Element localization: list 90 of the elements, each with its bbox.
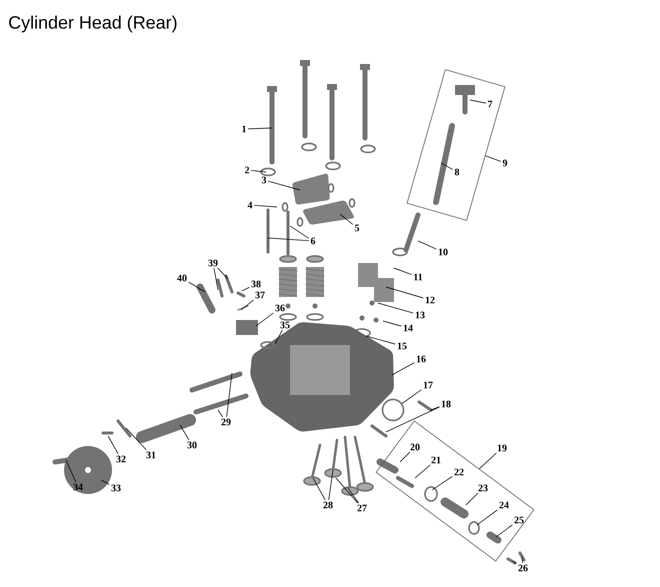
leader-line	[366, 336, 396, 344]
leader-line	[432, 476, 453, 490]
leader-line	[254, 204, 278, 208]
callout-number: 25	[514, 516, 524, 524]
callout-number: 24	[499, 502, 509, 508]
leader-line	[268, 180, 300, 190]
leader-line	[250, 170, 266, 172]
callout-number: 28	[323, 502, 333, 508]
leader-line	[392, 362, 415, 376]
leader-line	[386, 406, 440, 432]
leader-line	[386, 286, 424, 298]
leader-line	[217, 268, 228, 280]
leader-line	[218, 410, 223, 418]
callout-number: 13	[416, 312, 425, 318]
callout-number: 1	[242, 126, 246, 132]
leader-line	[226, 372, 232, 418]
leader-line	[430, 406, 440, 410]
callout-number: 37	[255, 292, 265, 298]
callout-number: 16	[416, 356, 426, 362]
leader-line	[400, 452, 410, 462]
callout-number: 2	[244, 166, 250, 174]
callout-number: 12	[426, 296, 435, 304]
leader-line	[418, 240, 437, 250]
callout-number: 3	[262, 176, 266, 184]
callout-number: 26	[518, 564, 528, 572]
leader-line	[512, 560, 517, 564]
leader-line	[378, 302, 414, 314]
callout-number: 27	[357, 504, 367, 512]
leader-line	[414, 464, 431, 478]
callout-number: 38	[251, 280, 261, 288]
leader-line	[214, 268, 218, 290]
callout-number: 18	[442, 400, 451, 408]
callout-number: 35	[280, 322, 290, 328]
leader-line	[312, 478, 326, 500]
leader-line	[466, 492, 478, 506]
leader-line	[394, 268, 412, 275]
leader-line	[440, 162, 454, 170]
leader-line	[348, 488, 359, 504]
leader-line	[485, 156, 502, 162]
callout-number: 5	[354, 224, 360, 232]
leader-line	[126, 428, 147, 450]
callout-number: 31	[146, 452, 156, 458]
o-ring	[382, 398, 404, 422]
title: Cylinder Head (Rear)	[9, 16, 176, 32]
callout-number: 39	[208, 260, 218, 266]
callout-number: 20	[410, 444, 420, 450]
callout-number: 15	[398, 342, 407, 350]
leader-line	[290, 226, 310, 239]
group-frame	[406, 69, 506, 221]
leader-line	[496, 524, 513, 538]
leader-line	[340, 214, 354, 225]
leader-line	[242, 286, 250, 292]
callout-number: 36	[275, 304, 285, 312]
callout-number: 6	[310, 238, 316, 244]
leader-line	[479, 452, 497, 470]
callout-number: 14	[404, 324, 413, 332]
callout-number: 22	[454, 468, 464, 476]
callout-number: 8	[454, 168, 460, 176]
leader-line	[188, 282, 206, 292]
callout-number: 9	[502, 160, 508, 166]
leader-line	[382, 320, 402, 326]
callout-number: 17	[424, 382, 433, 388]
callout-number: 34	[73, 484, 83, 490]
leader-line	[402, 389, 422, 404]
callout-number: 11	[414, 274, 422, 280]
leader-line	[522, 556, 523, 564]
leader-line	[336, 478, 358, 504]
callout-number: 4	[248, 202, 252, 208]
leader-line	[66, 460, 76, 482]
callout-number: 32	[116, 456, 126, 462]
callout-number: 29	[221, 418, 231, 426]
callout-number: 7	[488, 100, 492, 108]
callout-number: 21	[431, 456, 440, 464]
leader-line	[268, 238, 310, 242]
callout-number: 40	[177, 274, 187, 282]
leader-line	[240, 300, 254, 310]
leader-line	[248, 128, 272, 130]
callout-number: 33	[111, 484, 121, 492]
callout-number: 10	[438, 248, 448, 256]
callout-number: 30	[187, 442, 197, 448]
leader-line	[256, 312, 274, 326]
leader-line	[100, 480, 110, 485]
callout-number: 19	[498, 444, 507, 452]
leader-line	[328, 470, 334, 500]
leader-line	[470, 100, 486, 104]
leader-line	[108, 436, 118, 454]
leader-line	[180, 424, 190, 440]
callout-number: 23	[478, 484, 488, 492]
leader-line	[476, 510, 498, 526]
leader-line	[274, 330, 283, 344]
